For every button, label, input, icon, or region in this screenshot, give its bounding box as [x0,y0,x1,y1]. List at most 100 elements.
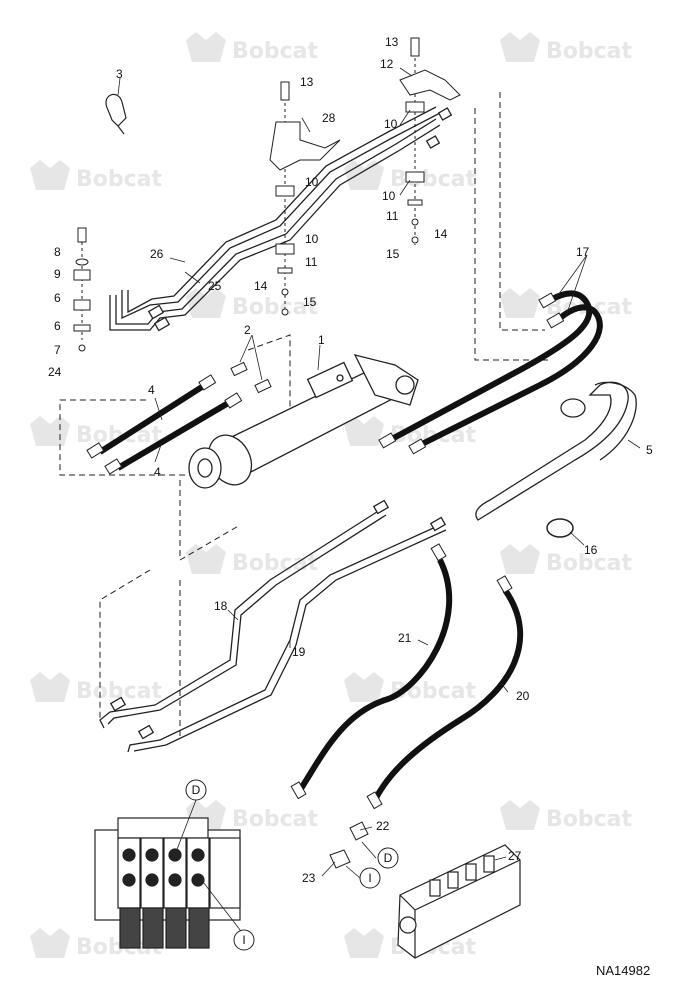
hoses-20-21 [290,543,524,810]
part-label: 19 [292,645,306,659]
part-labels: 3 13 12 13 28 10 10 10 11 14 15 10 11 14… [48,35,653,885]
hose-4-upper [98,382,207,455]
tube-25 [109,124,441,331]
bracket-28 [269,121,341,171]
part-label: 15 [386,247,400,261]
nut-15-right [411,236,419,244]
fittings-22-23 [329,821,369,869]
watermark-2: Bobcat [500,32,633,64]
nut-15-center [281,308,289,316]
bolt-13-right [410,37,420,57]
part-label: 22 [376,819,390,833]
part-label: 2 [244,323,251,337]
part-label: 28 [322,111,336,125]
svg-text:Bobcat: Bobcat [232,551,319,576]
control-valve-27 [397,844,521,959]
part-label: 24 [48,365,62,379]
washer-14-center [281,288,289,296]
bracket-12 [399,69,461,101]
watermark-11: Bobcat [30,672,163,704]
clamp-10-b [275,243,295,255]
part-label: 1 [318,333,325,347]
part-label: 13 [300,75,314,89]
hoses-4 [86,374,243,475]
hardware-right-stack [399,37,461,245]
leader-lines [117,67,641,936]
svg-text:Bobcat: Bobcat [390,167,477,192]
hardware-center-stack [269,81,341,316]
part-label: 21 [398,631,412,645]
clamp-16 [546,518,574,538]
tube-19-inner [133,529,447,752]
svg-text:Bobcat: Bobcat [76,423,163,448]
part-label: 16 [584,543,598,557]
callout-i-main: I [359,867,381,889]
part-label: 15 [303,295,317,309]
part-label: 5 [646,443,653,457]
fitting-22 [349,821,369,841]
watermark-14: Bobcat [500,800,633,832]
callout-i-main-label: I [368,871,371,885]
part-label: 10 [305,175,319,189]
clamp-3 [105,93,127,135]
watermark-5: Bobcat [186,288,319,320]
plate-7 [73,324,91,332]
part-label: 9 [54,267,61,281]
watermark-1: Bobcat [186,32,319,64]
dashed-line-tubes [179,480,241,561]
part-label: 13 [385,35,399,49]
part-label: 10 [382,189,396,203]
callout-d-inset-label: D [192,783,201,797]
cylinder-port-block [306,361,354,399]
watermark-10: Bobcat [500,544,633,576]
hose-5-cuff [560,398,586,418]
clamp-6-upper [73,269,91,281]
hose-21 [297,558,453,792]
part-label: 20 [516,689,530,703]
callout-d-inset: D [185,779,207,801]
part-label: 18 [214,599,228,613]
tube-fitting-left-2 [153,316,171,332]
tubes-18-19 [99,499,447,753]
bolt-8 [77,227,87,243]
svg-text:Bobcat: Bobcat [546,807,633,832]
fitting-2-upper [230,361,248,377]
svg-text:Bobcat: Bobcat [546,551,633,576]
clamp-10-c [405,101,425,113]
part-label: 8 [54,245,61,259]
callout-d-main-label: D [384,851,393,865]
callout-d-main: D [377,847,399,869]
hose-20 [372,588,524,802]
watermark-layer: Bobcat Bobcat Bobcat Bobcat Bobcat Bobca… [30,32,633,960]
washer-14-right [411,218,419,226]
watermark-3: Bobcat [30,160,163,192]
svg-text:Bobcat: Bobcat [232,807,319,832]
clamp-10-d [405,171,425,183]
tube-fitting-top [437,107,453,121]
tube-18 [99,509,381,729]
part-label: 17 [576,245,590,259]
fitting-2-lower [254,378,272,394]
part-label: 3 [116,67,123,81]
part-label: 14 [434,227,448,241]
bolt-13-center [280,81,290,101]
callout-i-inset: I [233,929,255,951]
part-label: 25 [208,279,222,293]
tube-25-inner [115,118,437,325]
hose-17-lower [418,304,603,448]
clamp-10-a [275,185,295,197]
part-label: 11 [305,255,318,269]
part-label: 4 [148,383,155,397]
plate-11-center [277,267,293,274]
tube-fitting-top-2 [425,135,441,149]
tube-18-inner [107,514,387,725]
plate-11-right [407,199,423,206]
cylinder-1 [188,354,419,489]
part-label: 10 [384,117,398,131]
part-label: 7 [54,343,61,357]
svg-text:Bobcat: Bobcat [76,167,163,192]
fitting-23 [329,849,351,869]
part-label: 11 [386,209,399,223]
